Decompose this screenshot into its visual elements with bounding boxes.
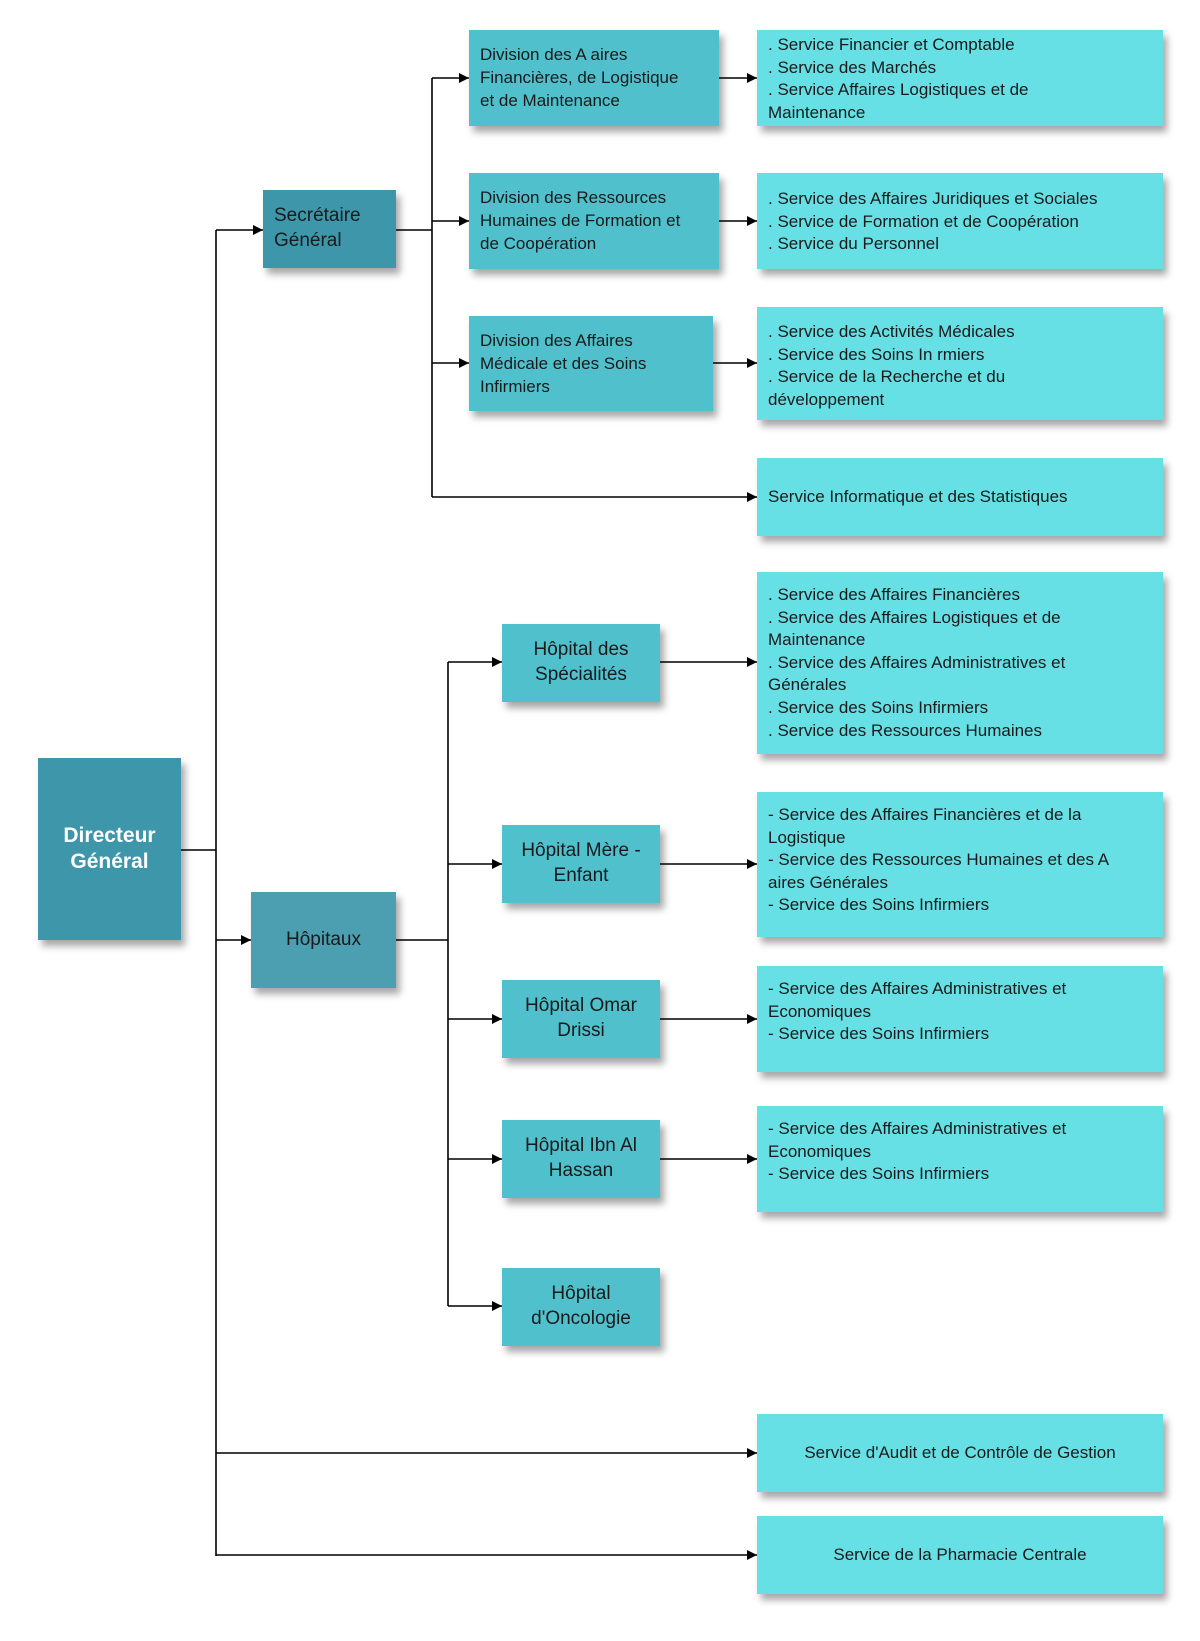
- hopital-omar-drissi-box: Hôpital Omar Drissi: [502, 980, 660, 1058]
- service-line: Economiques: [768, 1001, 872, 1021]
- service-line: - Service des Affaires Financières et de…: [768, 805, 1082, 824]
- directeur-general-label: Directeur Général: [63, 823, 156, 873]
- service-line: . Service des Marchés: [768, 57, 937, 77]
- secretaire-general-box: Secrétaire Général: [263, 190, 396, 268]
- service-line: . Service des Affaires Logistiques et de: [768, 607, 1061, 627]
- services-hopital-specialites-box: . Service des Affaires Financières . Ser…: [757, 572, 1163, 754]
- division-line: Financières, de Logistique: [480, 67, 679, 87]
- service-line: . Service de Formation et de Coopération: [768, 211, 1079, 231]
- service-line: . Service des Activités Médicales: [768, 322, 1015, 341]
- service-line: Economiques: [768, 1141, 872, 1161]
- hopital-mere-enfant-box: Hôpital Mère - Enfant: [502, 825, 660, 903]
- division-line: Médicale et des Soins: [480, 353, 647, 373]
- division-ressources-humaines-box: Division des Ressources Humaines de Form…: [469, 173, 719, 269]
- service-line: - Service des Soins Infirmiers: [768, 1164, 990, 1184]
- division-line: Infirmiers: [480, 376, 550, 396]
- hopital-label: Hôpital d'Oncologie: [531, 1283, 631, 1329]
- service-line: - Service des Ressources Humaines et des…: [768, 850, 1110, 870]
- service-line: Logistique: [768, 827, 846, 847]
- service-audit-label: Service d'Audit et de Contrôle de Gestio…: [804, 1442, 1116, 1462]
- hopital-ibn-al-hassan-box: Hôpital Ibn Al Hassan: [502, 1120, 660, 1198]
- hopital-label: Hôpital Mère - Enfant: [521, 840, 641, 886]
- service-pharmacie-label: Service de la Pharmacie Centrale: [833, 1544, 1087, 1564]
- hopital-label: Hôpital Ibn Al Hassan: [525, 1135, 637, 1181]
- division-line: Division des Ressources: [480, 188, 667, 207]
- service-informatique-box: Service Informatique et des Statistiques: [757, 458, 1163, 536]
- services-hopital-ibn-al-hassan-box: - Service des Affaires Administratives e…: [757, 1106, 1163, 1212]
- services-division-medicale-box: . Service des Activités Médicales . Serv…: [757, 307, 1163, 420]
- division-line: Division des A aires: [480, 45, 628, 64]
- service-informatique-label: Service Informatique et des Statistiques: [768, 486, 1068, 506]
- service-line: Générales: [768, 675, 847, 695]
- service-line: . Service des Soins Infirmiers: [768, 698, 989, 718]
- services-hopital-mere-enfant-box: - Service des Affaires Financières et de…: [757, 792, 1163, 937]
- service-line: . Service des Affaires Administratives e…: [768, 652, 1066, 672]
- service-line: Maintenance: [768, 102, 866, 122]
- service-line: - Service des Affaires Administratives e…: [768, 979, 1067, 998]
- service-line: . Service Financier et Comptable: [768, 35, 1015, 54]
- hopital-label: Hôpital Omar Drissi: [525, 995, 637, 1041]
- service-audit-box: Service d'Audit et de Contrôle de Gestio…: [757, 1414, 1163, 1492]
- division-affaires-financieres-box: Division des A aires Financières, de Log…: [469, 30, 719, 126]
- hopital-specialites-box: Hôpital des Spécialités: [502, 624, 660, 702]
- hopitaux-box: Hôpitaux: [251, 892, 396, 988]
- service-line: Maintenance: [768, 630, 866, 650]
- division-line: Division des Affaires: [480, 331, 633, 350]
- service-pharmacie-box: Service de la Pharmacie Centrale: [757, 1516, 1163, 1594]
- services-hopital-omar-drissi-box: - Service des Affaires Administratives e…: [757, 966, 1163, 1072]
- secretaire-general-label: Secrétaire Général: [274, 205, 361, 251]
- division-line: Humaines de Formation et: [480, 210, 681, 230]
- service-line: . Service des Ressources Humaines: [768, 720, 1043, 740]
- services-division-rh-box: . Service des Affaires Juridiques et Soc…: [757, 173, 1163, 269]
- hopital-label: Hôpital des Spécialités: [533, 639, 629, 685]
- service-line: . Service des Affaires Juridiques et Soc…: [768, 189, 1098, 208]
- division-affaires-medicales-box: Division des Affaires Médicale et des So…: [469, 316, 713, 411]
- service-line: aires Générales: [768, 872, 889, 892]
- service-line: . Service des Soins In rmiers: [768, 344, 985, 364]
- service-line: développement: [768, 389, 885, 409]
- service-line: - Service des Soins Infirmiers: [768, 895, 990, 915]
- hopitaux-label: Hôpitaux: [286, 928, 361, 950]
- service-line: . Service des Affaires Financières: [768, 585, 1020, 604]
- directeur-general-box: Directeur Général: [38, 758, 181, 940]
- service-line: - Service des Soins Infirmiers: [768, 1024, 990, 1044]
- hopital-oncologie-box: Hôpital d'Oncologie: [502, 1268, 660, 1346]
- service-line: . Service de la Recherche et du: [768, 367, 1006, 387]
- service-line: . Service Affaires Logistiques et de: [768, 80, 1029, 100]
- division-line: et de Maintenance: [480, 90, 620, 110]
- service-line: . Service du Personnel: [768, 234, 940, 254]
- services-division-financiere-box: . Service Financier et Comptable . Servi…: [757, 30, 1163, 126]
- service-line: - Service des Affaires Administratives e…: [768, 1119, 1067, 1138]
- division-line: de Coopération: [480, 233, 597, 253]
